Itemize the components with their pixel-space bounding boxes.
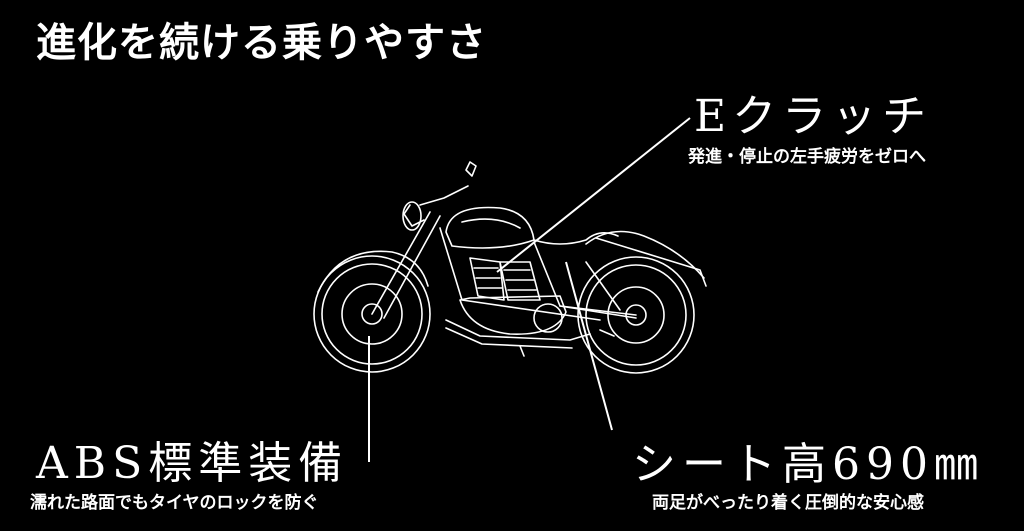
eclutch-title: Eクラッチ: [694, 91, 933, 142]
seat-leader-line: [565, 261, 613, 431]
abs-subtitle: 濡れた路面でもタイヤのロックを防ぐ: [30, 493, 319, 513]
eclutch-leader-line: [496, 117, 691, 273]
eclutch-subtitle: 発進・停止の左手疲労をゼロへ: [688, 147, 926, 167]
abs-title: ABS標準装備: [36, 438, 349, 489]
seat-subtitle: 両足がべったり着く圧倒的な安心感: [652, 493, 924, 513]
seat-title: シート高690㎜: [632, 439, 984, 490]
page-headline: 進化を続ける乗りやすさ: [36, 20, 487, 66]
